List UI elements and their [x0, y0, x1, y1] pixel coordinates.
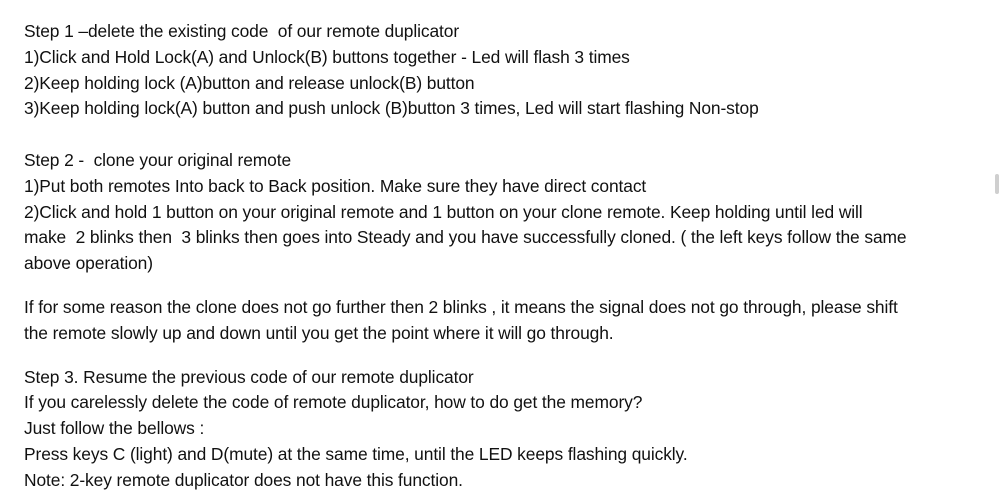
- scrollbar-thumb[interactable]: [995, 174, 999, 194]
- instructions-document: Step 1 –delete the existing code of our …: [24, 19, 996, 494]
- step3-title: Step 3. Resume the previous code of our …: [24, 366, 474, 387]
- step1-title: Step 1 –delete the existing code of our …: [24, 21, 460, 41]
- section-spacer: [24, 347, 996, 365]
- step1-line-1: 1)Click and Hold Lock(A) and Unlock(B) b…: [24, 46, 630, 67]
- step2-line-1: 1)Put both remotes Into back to Back pos…: [24, 175, 647, 196]
- signal-note-section: If for some reason the clone does not go…: [24, 295, 996, 347]
- step3-section: Step 3. Resume the previous code of our …: [24, 365, 996, 494]
- step3-line-3: Press keys C (light) and D(mute) at the …: [24, 443, 688, 464]
- step1-line-2: 2)Keep holding lock (A)button and releas…: [24, 72, 475, 93]
- step3-line-2: Just follow the bellows :: [24, 418, 205, 439]
- step1-section: Step 1 –delete the existing code of our …: [24, 19, 996, 122]
- step2-section: Step 2 - clone your original remote 1)Pu…: [24, 148, 996, 277]
- step1-line-3: 3)Keep holding lock(A) button and push u…: [24, 98, 759, 119]
- step2-line-2c: above operation): [24, 253, 153, 274]
- step2-title: Step 2 - clone your original remote: [24, 149, 292, 170]
- step3-line-4: Note: 2-key remote duplicator does not h…: [24, 469, 463, 490]
- step2-line-2a: 2)Click and hold 1 button on your origin…: [24, 201, 863, 222]
- step3-line-1: If you carelessly delete the code of rem…: [24, 392, 643, 413]
- step2-line-2b: make 2 blinks then 3 blinks then goes in…: [24, 227, 907, 248]
- signal-note-line-2: the remote slowly up and down until you …: [24, 322, 614, 343]
- signal-note-line-1: If for some reason the clone does not go…: [24, 296, 898, 317]
- section-spacer: [24, 277, 996, 295]
- section-spacer: [24, 122, 996, 148]
